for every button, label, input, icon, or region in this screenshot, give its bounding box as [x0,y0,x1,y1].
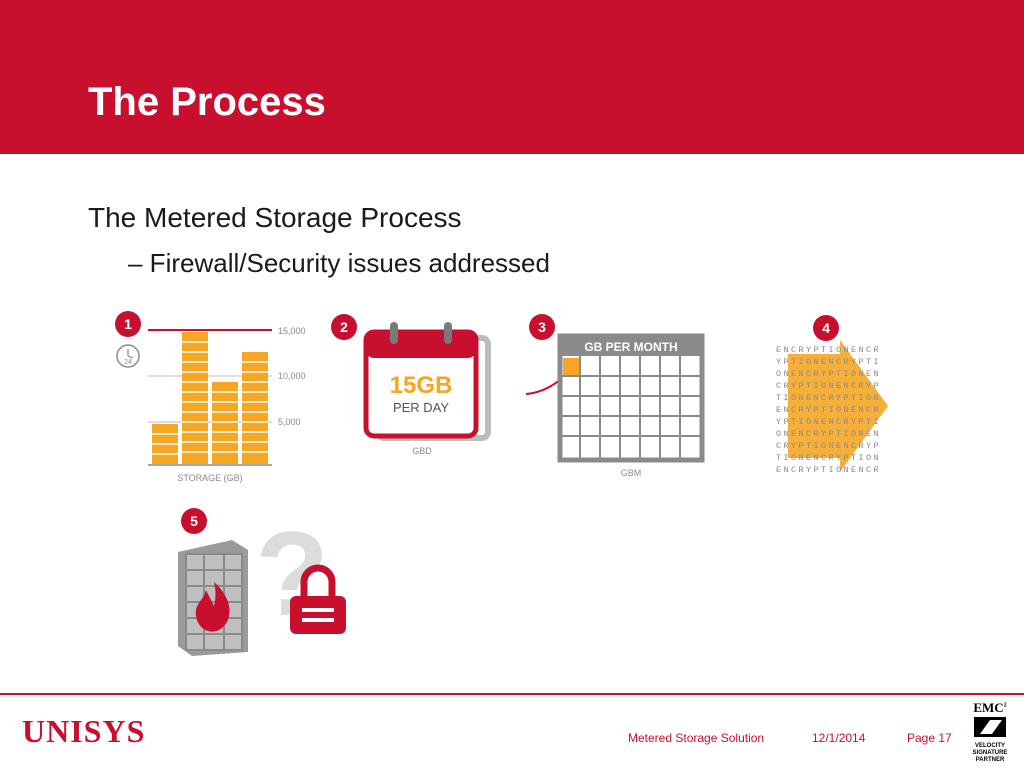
footer-divider [0,693,1024,695]
emc-partner-logo: EMC2 VELOCITY SIGNATURE PARTNER [968,700,1012,764]
svg-text:CRYPTIONENCRYP: CRYPTIONENCRYP [776,381,881,391]
partner-line1: VELOCITY [974,743,1005,749]
svg-text:CRYPTIONENCRYP: CRYPTIONENCRYP [776,441,881,451]
tick-10000: 10,000 [278,371,306,381]
flame-icon [195,582,230,632]
svg-text:ENCRYPTIONENCR: ENCRYPTIONENCR [776,465,881,475]
bullet-level1: The Metered Storage Process [88,202,462,233]
lock-icon [290,564,346,634]
bar-segments [152,341,268,455]
partner-line2: SIGNATURE [972,750,1008,756]
axis-label: STORAGE (GB) [177,473,242,483]
bullet-level2: – Firewall/Security issues addressed [128,248,550,278]
partner-line3: PARTNER [975,757,1005,763]
footer-date: 12/1/2014 [812,731,866,745]
step-badge-4: 4 [813,315,839,341]
svg-text:YPTIONENCRYPTI: YPTIONENCRYPTI [776,357,881,367]
highlight-cell [563,358,579,375]
storage-bar-chart-icon: 24 15,000 10,000 5,000 STORAGE (GB) [116,326,306,483]
firewall-lock-icon: ? [178,510,346,656]
svg-text:ONENCRYPTIONEN: ONENCRYPTIONEN [776,369,881,379]
daily-caption: GBD [412,446,432,456]
clock-label: 24 [124,359,132,366]
svg-text:TIONENCRYPTION: TIONENCRYPTION [776,393,881,403]
monthly-calendar-icon: GB PER MONTH GBM [525,333,705,478]
svg-text:ENCRYPTIONENCR: ENCRYPTIONENCR [776,405,881,415]
emc-brand: EMC2 [973,700,1007,715]
arrow-icon [788,340,888,472]
footer-page: Page 17 [907,731,952,745]
step-badge-1: 1 [115,311,141,337]
slide-title: The Process [88,80,326,124]
daily-amount: 15GB [390,372,453,399]
step-badge-5: 5 [181,508,207,534]
calendar-grid [560,356,702,460]
footer-solution: Metered Storage Solution [628,731,765,745]
daily-calendar-icon: 15GB PER DAY GBD [363,322,491,456]
clock-icon: 24 [116,344,140,368]
encryption-icon: ENCRYPTIONENCR YPTIONENCRYPTI ONENCRYPTI… [776,340,888,475]
firewall-icon [178,540,248,656]
daily-unit: PER DAY [393,400,449,415]
monthly-header: GB PER MONTH [584,340,677,354]
tick-5000: 5,000 [278,417,301,427]
svg-text:ONENCRYPTIONEN: ONENCRYPTIONEN [776,429,881,439]
svg-text:YPTIONENCRYPTI: YPTIONENCRYPTI [776,417,881,427]
title-band: The Process [0,0,1024,154]
svg-text:TIONENCRYPTION: TIONENCRYPTION [776,453,881,463]
step-badge-2: 2 [331,314,357,340]
encryption-text: ENCRYPTIONENCR YPTIONENCRYPTI ONENCRYPTI… [776,345,881,475]
unisys-logo: UNISYS [22,713,146,749]
velocity-mark-icon [974,717,1006,737]
svg-text:ENCRYPTIONENCR: ENCRYPTIONENCR [776,345,881,355]
tick-15000: 15,000 [278,326,306,336]
step-badge-3: 3 [529,314,555,340]
monthly-caption: GBM [621,468,642,478]
